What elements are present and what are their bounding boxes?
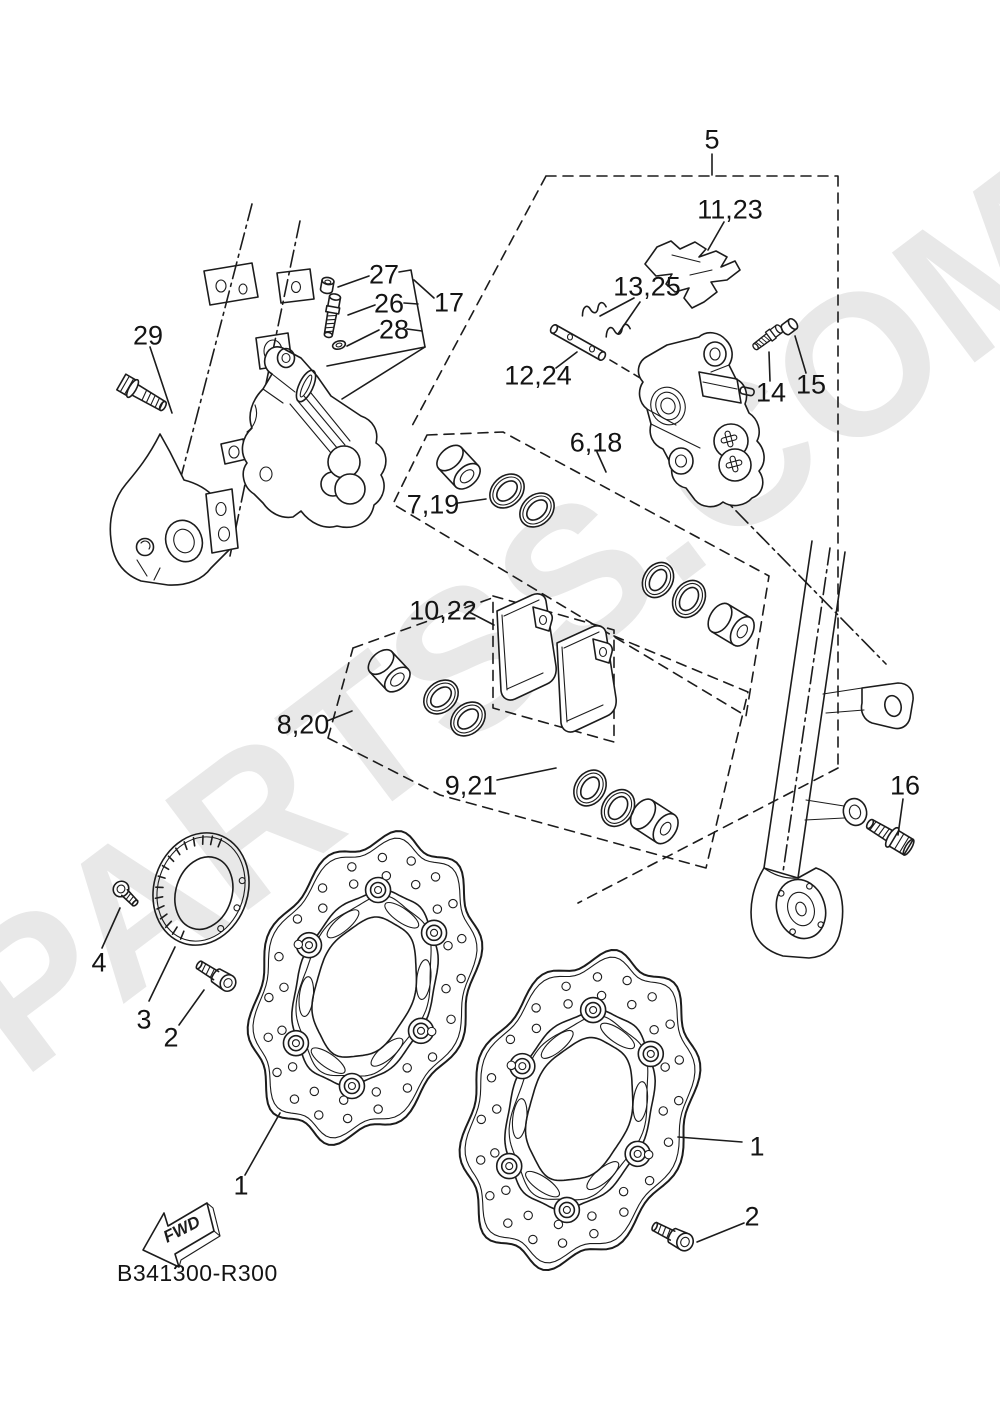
callout-11-23: 11,23	[697, 194, 763, 225]
callout-6-18: 6,18	[569, 427, 623, 458]
callout-9-21: 9,21	[444, 770, 498, 801]
generated-parts-layer	[152, 830, 702, 1271]
callout-3: 3	[136, 1004, 152, 1035]
callout-28: 28	[378, 314, 410, 345]
brake-disc-left	[246, 830, 484, 1146]
diagram-code: B341300-R300	[117, 1260, 278, 1286]
caliper-body-exploded	[637, 331, 765, 508]
caliper-assembly-left	[241, 346, 387, 528]
bleed-screw-cap-27	[319, 276, 335, 295]
callout-13-25: 13,25	[613, 271, 681, 302]
brake-disc-right	[458, 949, 702, 1271]
callout-1-right: 1	[749, 1131, 765, 1162]
piston-seal	[489, 473, 525, 509]
bleed-screw-26	[323, 293, 342, 339]
axle-bracket-bolt-16	[865, 818, 915, 856]
callout-10-22: 10,22	[409, 595, 477, 626]
callout-16: 16	[889, 770, 921, 801]
caliper-piston	[629, 798, 679, 845]
front-fork-right	[750, 540, 914, 959]
brake-pad	[556, 625, 617, 733]
callout-17: 17	[433, 287, 465, 318]
fwd-arrow: FWD	[142, 1202, 221, 1268]
caliper-bolt-29	[116, 373, 168, 412]
piston-seal	[671, 579, 707, 619]
callout-5: 5	[704, 124, 720, 155]
pad-retainer	[644, 240, 741, 309]
sensor-rotor	[152, 832, 250, 946]
callout-2-right: 2	[744, 1201, 760, 1232]
callout-2-left: 2	[163, 1022, 179, 1053]
rotor-screw-4	[112, 880, 139, 907]
brake-pad	[496, 593, 557, 701]
disc-bolt-2-right	[651, 1221, 695, 1252]
callout-15: 15	[795, 369, 827, 400]
pad-pin	[549, 324, 607, 361]
piston-seal	[519, 492, 555, 528]
caliper-piston	[436, 444, 481, 490]
seal-kit-parts	[367, 444, 755, 845]
piston-seal	[641, 561, 675, 599]
callout-27: 27	[368, 259, 400, 290]
callout-4: 4	[91, 947, 107, 978]
piston-seal	[423, 679, 459, 715]
caliper-piston	[367, 648, 411, 693]
callout-7-19: 7,19	[406, 489, 460, 520]
front-fork-left	[109, 262, 315, 586]
callout-1-left: 1	[233, 1170, 249, 1201]
callout-12-24: 12,24	[504, 360, 572, 391]
piston-seal	[573, 769, 607, 807]
leader-lines	[101, 153, 904, 1243]
bleed-screw-14	[752, 324, 784, 351]
caliper-piston	[707, 602, 755, 647]
callout-26: 26	[373, 288, 405, 319]
callout-8-20: 8,20	[276, 709, 330, 740]
bleed-cap-15	[780, 317, 799, 336]
bleed-screw-washer-28	[331, 339, 347, 351]
piston-seal	[450, 701, 486, 737]
callout-29: 29	[132, 320, 164, 351]
kit-boxes	[162, 175, 887, 904]
callout-14: 14	[755, 377, 787, 408]
disc-bolt-2-left	[195, 960, 237, 993]
pad-spring-clips	[581, 301, 631, 338]
